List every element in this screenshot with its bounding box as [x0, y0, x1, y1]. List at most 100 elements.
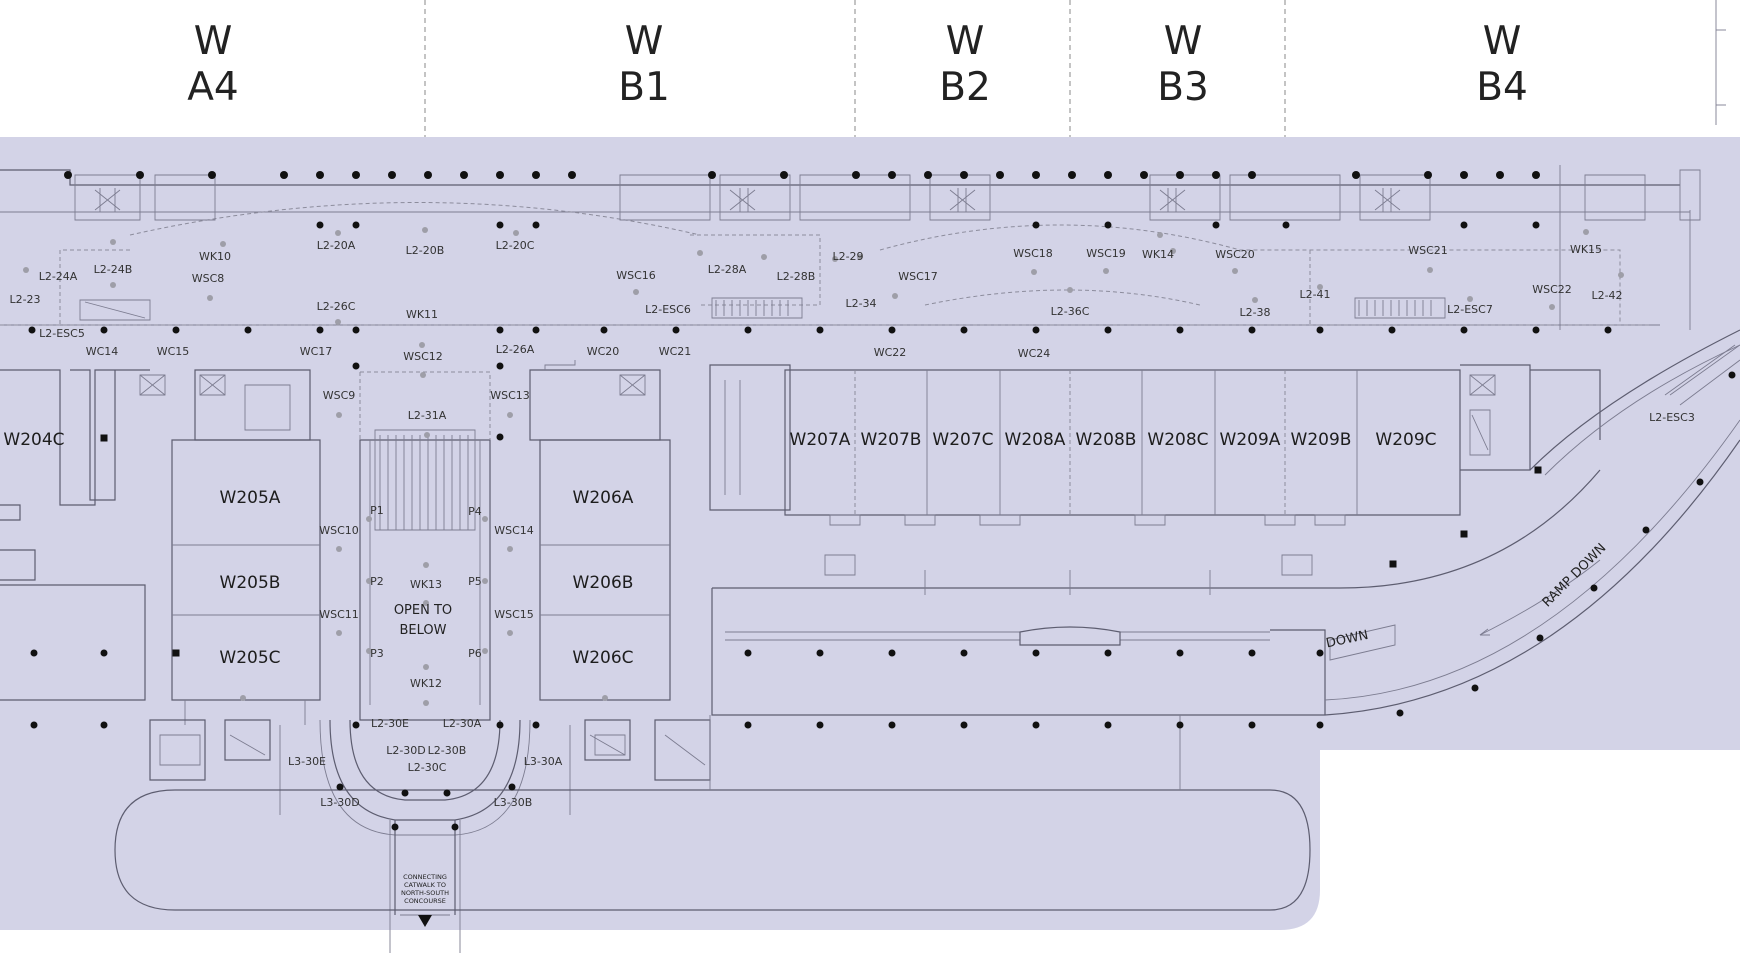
- tag-l2-26c: L2-26C: [317, 300, 356, 313]
- point-marker: [1031, 269, 1037, 275]
- structural-marker: [172, 649, 180, 657]
- column: [816, 649, 824, 657]
- column: [568, 171, 576, 179]
- point-marker: [761, 254, 767, 260]
- point-markers: [23, 227, 1624, 706]
- column: [496, 721, 504, 729]
- room-w206c: W206C: [572, 648, 633, 668]
- tag-wsc11: WSC11: [319, 608, 359, 621]
- column: [744, 649, 752, 657]
- column: [780, 171, 788, 179]
- column: [352, 326, 360, 334]
- tag-l2-36c: L2-36C: [1051, 305, 1090, 318]
- column: [1471, 684, 1479, 692]
- tag-l2-esc7: L2-ESC7: [1447, 303, 1493, 316]
- tag-l2-26a: L2-26A: [496, 343, 535, 356]
- tag-wk14: WK14: [1142, 248, 1174, 261]
- tag-wc20: WC20: [587, 345, 620, 358]
- tag-l2-28b: L2-28B: [777, 270, 816, 283]
- point-marker: [857, 254, 863, 260]
- tag-l2-41: L2-41: [1299, 288, 1330, 301]
- column: [744, 721, 752, 729]
- column: [388, 171, 396, 179]
- column: [1104, 221, 1112, 229]
- column: [1032, 171, 1040, 179]
- tag-l2-24b: L2-24B: [94, 263, 133, 276]
- tag-wk12: WK12: [410, 677, 442, 690]
- point-marker: [423, 700, 429, 706]
- column: [1460, 171, 1468, 179]
- point-marker: [892, 293, 898, 299]
- column: [816, 721, 824, 729]
- tag-wk11: WK11: [406, 308, 438, 321]
- tag-l2-30e: L2-30E: [371, 717, 409, 730]
- column: [600, 326, 608, 334]
- room-w208c: W208C: [1147, 430, 1208, 450]
- column: [1424, 171, 1432, 179]
- column: [1316, 721, 1324, 729]
- column: [1316, 326, 1324, 334]
- tag-p3: P3: [370, 647, 384, 660]
- tag-p6: P6: [468, 647, 482, 660]
- point-marker: [336, 546, 342, 552]
- tag-wsc12: WSC12: [403, 350, 443, 363]
- column: [1104, 326, 1112, 334]
- tag-l2-esc5: L2-ESC5: [39, 327, 85, 340]
- tag-p1: P1: [370, 504, 384, 517]
- column: [1396, 709, 1404, 717]
- point-marker: [1232, 268, 1238, 274]
- room-w208b: W208B: [1076, 430, 1137, 450]
- point-marker: [423, 562, 429, 568]
- tag-l3-30e: L3-30E: [288, 755, 326, 768]
- column: [1532, 171, 1540, 179]
- column: [1032, 221, 1040, 229]
- room-w206b: W206B: [573, 573, 634, 593]
- column: [460, 171, 468, 179]
- structural-marker: [1460, 530, 1468, 538]
- point-marker: [110, 282, 116, 288]
- column: [852, 171, 860, 179]
- point-marker: [1427, 267, 1433, 273]
- point-marker: [419, 342, 425, 348]
- column: [1032, 326, 1040, 334]
- column: [888, 649, 896, 657]
- column: [1496, 171, 1504, 179]
- column: [888, 721, 896, 729]
- column: [352, 221, 360, 229]
- tag-wsc14: WSC14: [494, 524, 534, 537]
- point-marker: [423, 600, 429, 606]
- point-marker: [1067, 287, 1073, 293]
- column: [30, 649, 38, 657]
- column: [352, 721, 360, 729]
- column: [1696, 478, 1704, 486]
- tag-p5: P5: [468, 575, 482, 588]
- point-marker: [482, 578, 488, 584]
- column: [1532, 326, 1540, 334]
- tag-l2-24a: L2-24A: [39, 270, 78, 283]
- point-marker: [1467, 296, 1473, 302]
- point-marker: [336, 630, 342, 636]
- column: [1032, 649, 1040, 657]
- point-marker: [336, 412, 342, 418]
- tag-l2-esc6: L2-ESC6: [645, 303, 691, 316]
- tag-l2-30b: L2-30B: [428, 744, 467, 757]
- tag-wsc18: WSC18: [1013, 247, 1053, 260]
- point-marker: [1549, 304, 1555, 310]
- column: [451, 823, 459, 831]
- room-w208a: W208A: [1005, 430, 1066, 450]
- point-marker: [482, 516, 488, 522]
- tag-wk10: WK10: [199, 250, 231, 263]
- tag-l2-34: L2-34: [845, 297, 876, 310]
- tag-wsc10: WSC10: [319, 524, 359, 537]
- tag-p4: P4: [468, 505, 482, 518]
- column: [244, 326, 252, 334]
- tag-l3-30a: L3-30A: [524, 755, 563, 768]
- column: [1104, 171, 1112, 179]
- point-marker: [507, 630, 513, 636]
- point-marker: [1252, 297, 1258, 303]
- column: [1248, 721, 1256, 729]
